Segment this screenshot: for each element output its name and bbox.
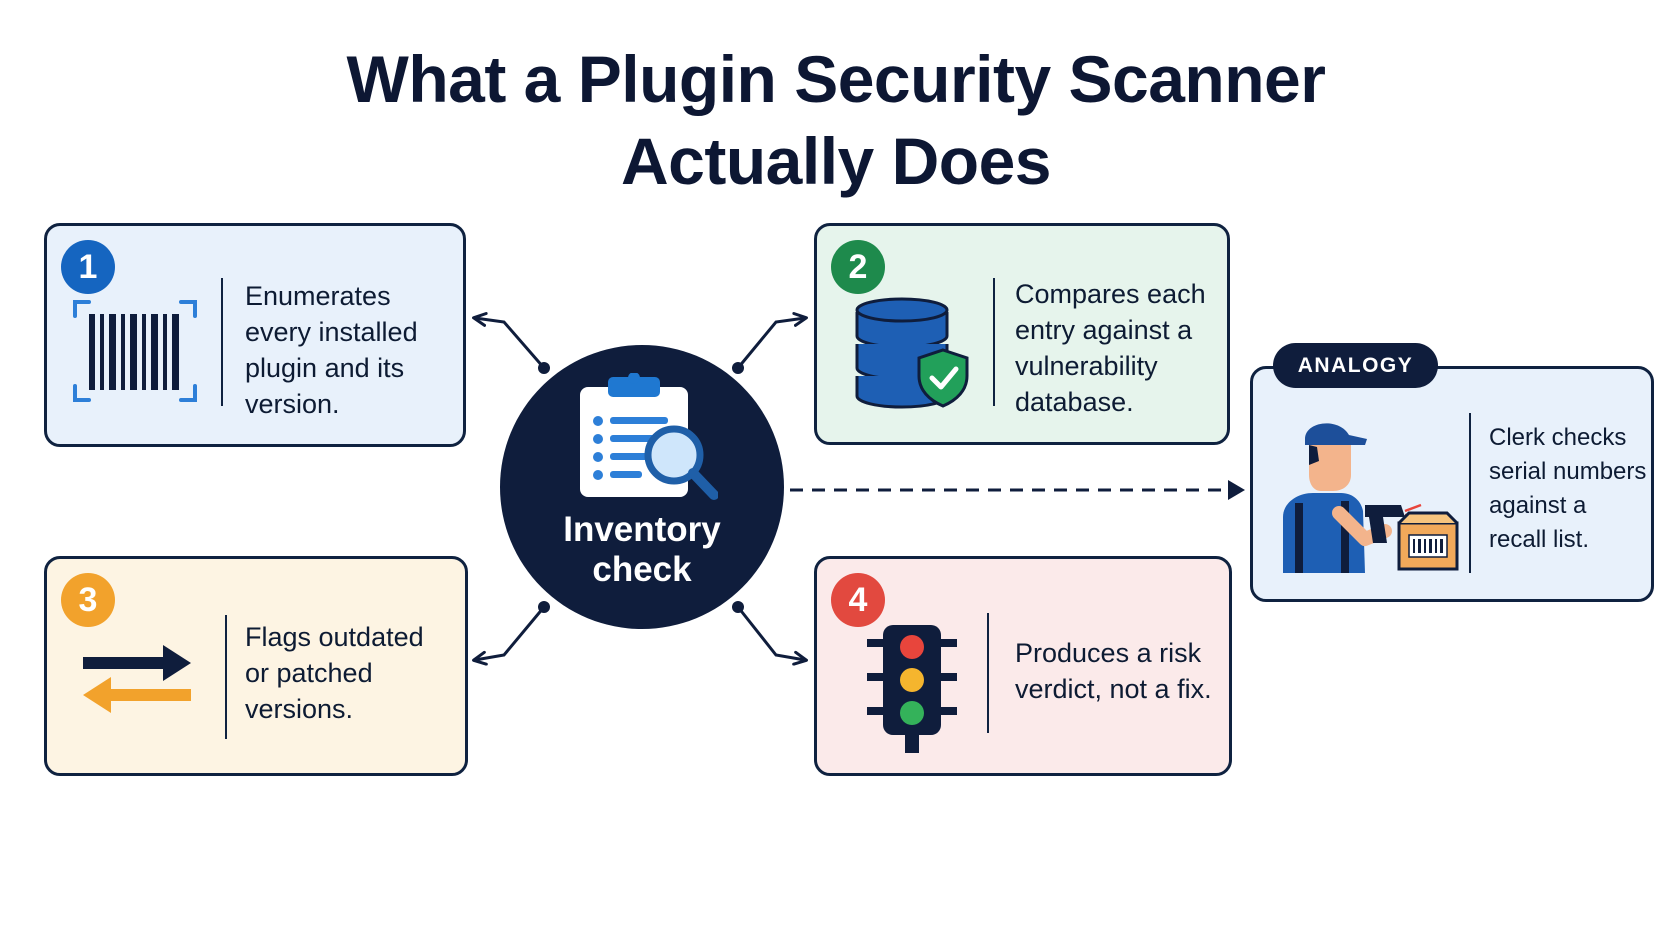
arrow-to-step-3: [472, 601, 550, 666]
card-divider: [225, 615, 227, 739]
step-card-3: 3 Flags outdated or patched versions.: [44, 556, 468, 776]
step-2-text: Compares each entry against a vulnerabil…: [1015, 279, 1206, 417]
analogy-card: Clerk checks serial numbers against a re…: [1250, 366, 1654, 602]
step-4-text: Produces a risk verdict, not a fix.: [1015, 638, 1212, 704]
clipboard-magnifier-icon: [580, 373, 718, 500]
inventory-check-hub: Inventory check: [500, 345, 784, 629]
card-divider: [993, 278, 995, 406]
step-card-4: 4 Produces a risk verdict, not a fix.: [814, 556, 1232, 776]
step-number-badge: 2: [831, 240, 885, 294]
arrow-to-step-1: [472, 311, 550, 374]
card-divider: [1469, 413, 1471, 573]
traffic-light-icon: [867, 625, 957, 753]
step-card-2: 2 Compares each entry against a vulnerab…: [814, 223, 1230, 445]
swap-arrows-icon: [83, 645, 191, 713]
clerk-scanning-package-icon: [1283, 423, 1459, 573]
title-line-2: Actually Does: [621, 124, 1051, 198]
database-shield-icon: [855, 297, 969, 409]
barcode-scan-icon: [73, 300, 197, 402]
step-1-text: Enumerates every installed plugin and it…: [245, 281, 418, 419]
title-line-1: What a Plugin Security Scanner: [346, 42, 1326, 116]
step-number-badge: 3: [61, 573, 115, 627]
page-title: What a Plugin Security Scanner Actually …: [0, 38, 1672, 202]
hub-label: Inventory check: [563, 510, 721, 589]
arrow-to-step-4: [732, 601, 808, 666]
analogy-badge: ANALOGY: [1273, 343, 1438, 388]
card-divider: [987, 613, 989, 733]
analogy-text: Clerk checks serial numbers against a re…: [1489, 424, 1647, 553]
arrow-to-analogy: [790, 480, 1245, 500]
card-divider: [221, 278, 223, 406]
arrow-to-step-2: [732, 311, 808, 374]
step-card-1: 1 Enumerates every installed plugin and …: [44, 223, 466, 447]
step-number-badge: 4: [831, 573, 885, 627]
step-number-badge: 1: [61, 240, 115, 294]
step-3-text: Flags outdated or patched versions.: [245, 622, 424, 724]
